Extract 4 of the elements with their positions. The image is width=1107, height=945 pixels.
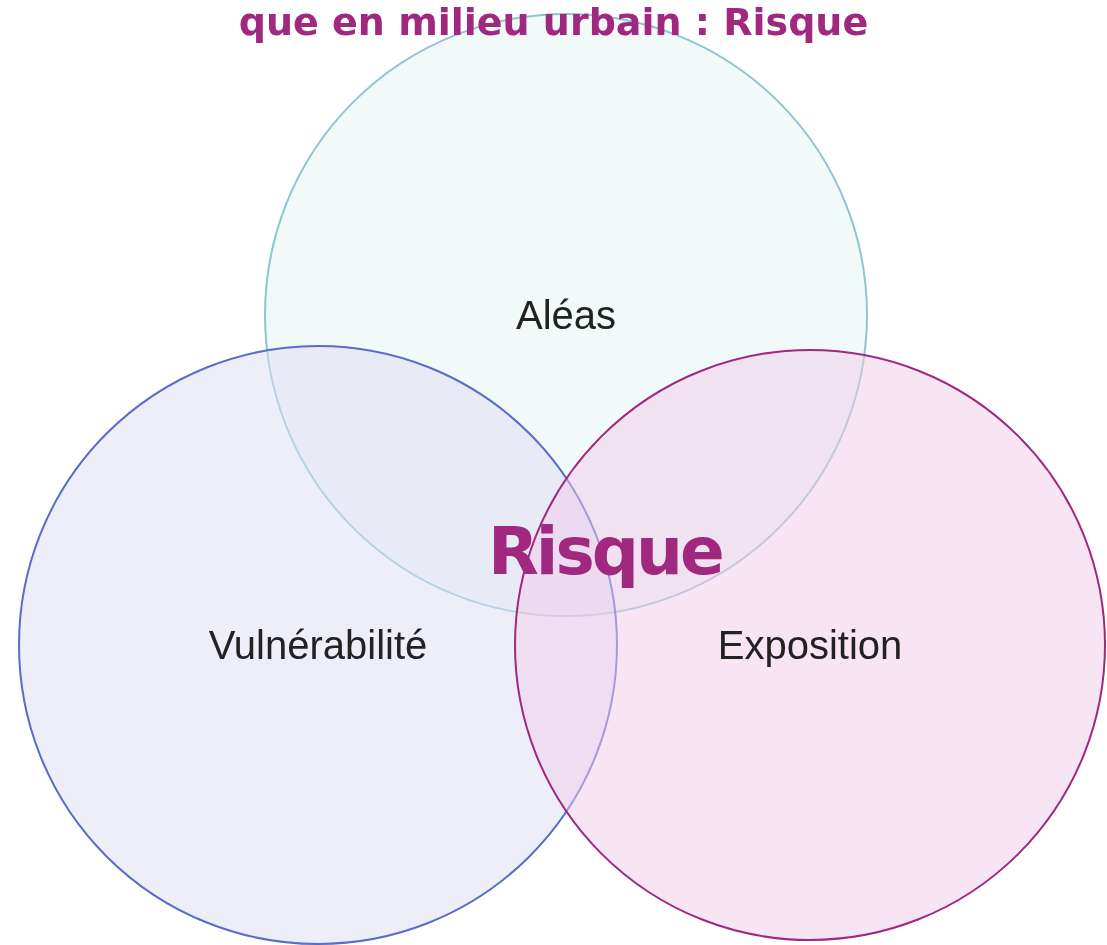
- circle-label: Vulnérabilité: [208, 622, 428, 668]
- title: que en milieu urbain : Risque: [237, 0, 870, 44]
- circle-label: Exposition: [717, 622, 903, 668]
- circle-label: Aléas: [515, 292, 617, 338]
